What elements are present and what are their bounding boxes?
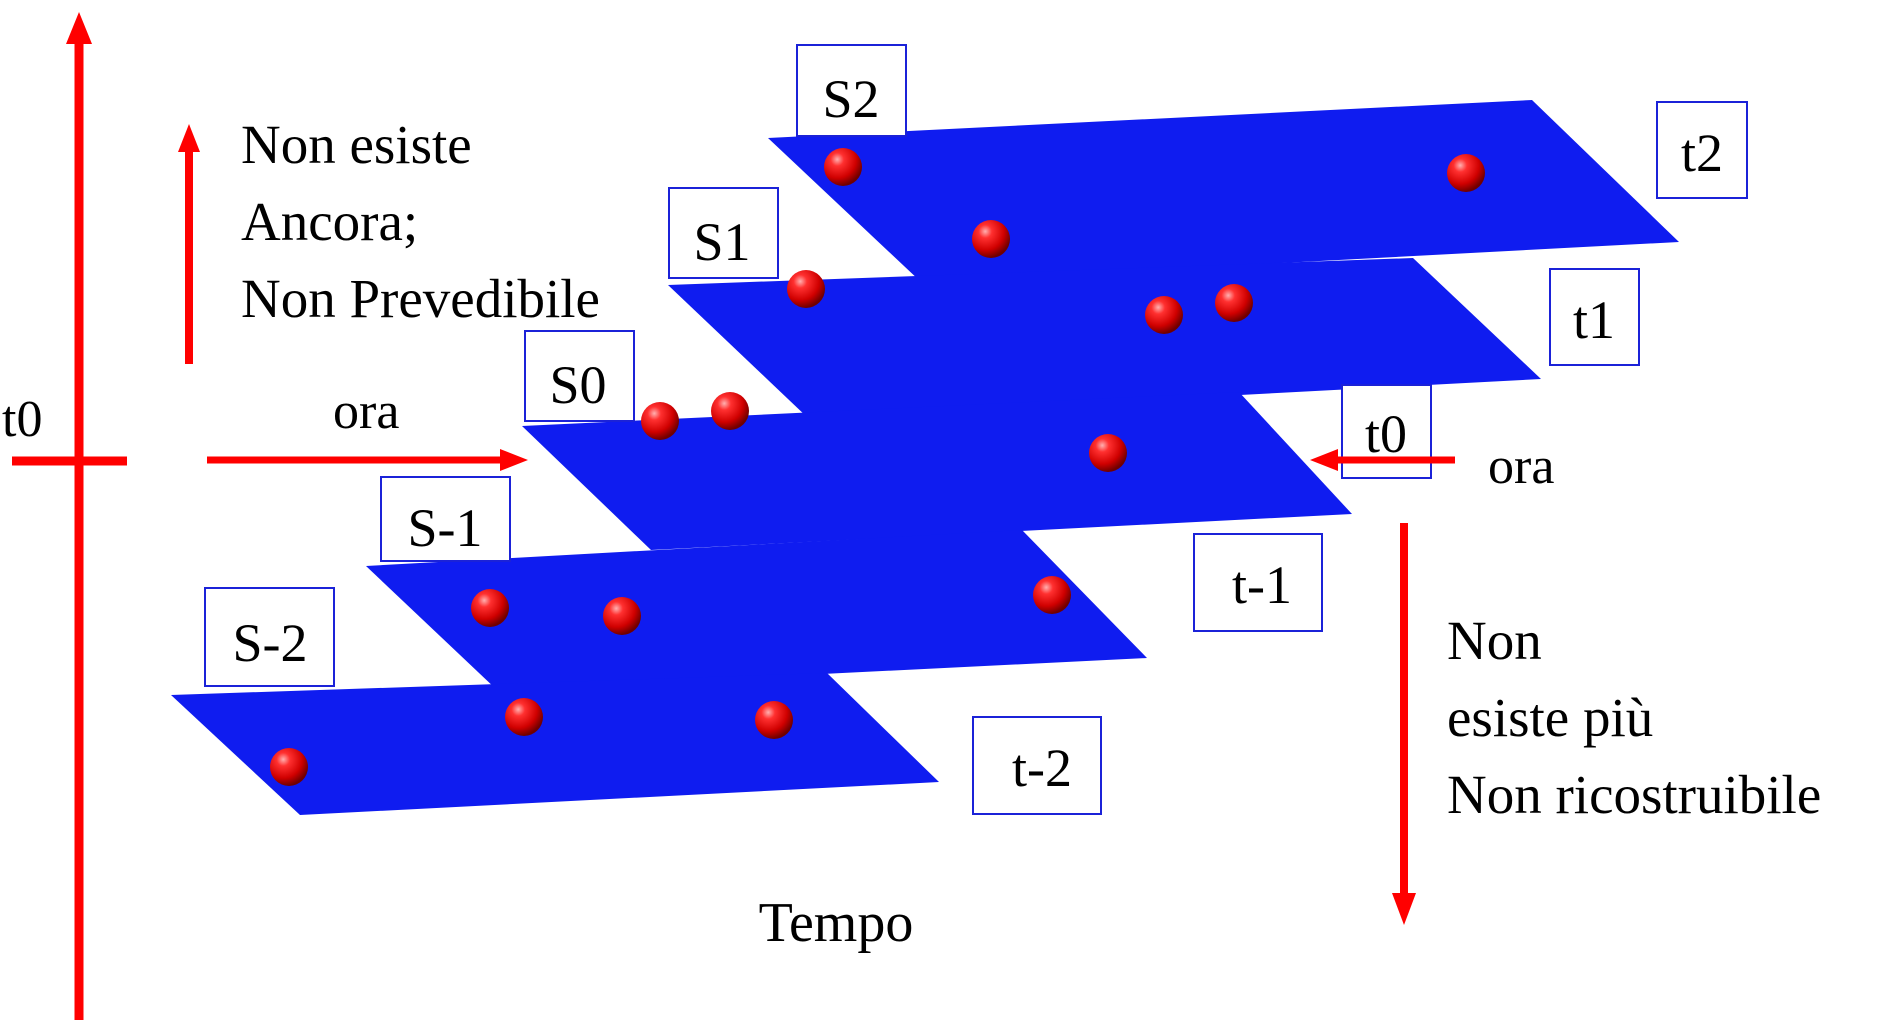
state-label-s0: S0	[524, 330, 635, 422]
state-label-s2: S2	[796, 44, 907, 137]
particle-sphere	[641, 402, 679, 440]
particle-sphere	[1447, 154, 1485, 192]
past-note-line-2: esiste più	[1447, 687, 1653, 748]
svg-text:S2: S2	[822, 69, 879, 129]
past-arrow	[1392, 523, 1416, 925]
now-right-label: ora	[1488, 438, 1554, 495]
particle-sphere	[1215, 284, 1253, 322]
svg-text:t2: t2	[1681, 123, 1723, 183]
plane-s-1	[366, 530, 1147, 690]
svg-text:S-1: S-1	[407, 498, 482, 558]
svg-text:S0: S0	[549, 355, 606, 415]
axis-arrowhead-up	[66, 12, 92, 44]
svg-text:t-1: t-1	[1232, 555, 1292, 615]
particle-sphere	[471, 589, 509, 627]
plane-s0	[522, 392, 1352, 550]
now-right-arrow	[1310, 449, 1455, 471]
future-note-line-1: Non esiste	[241, 114, 472, 175]
plane-s-2	[171, 673, 939, 815]
state-label-s-1: S-1	[380, 476, 511, 562]
time-caption: Tempo	[759, 892, 914, 954]
particle-sphere	[787, 270, 825, 308]
future-arrow	[178, 124, 200, 364]
particle-sphere	[603, 597, 641, 635]
particle-sphere	[1145, 296, 1183, 334]
state-label-s1: S1	[668, 187, 779, 279]
svg-text:S-2: S-2	[232, 613, 307, 673]
plane-s1	[668, 258, 1541, 418]
past-note: Non esiste più Non ricostruibile	[1447, 610, 1821, 825]
svg-text:t0: t0	[1365, 404, 1407, 464]
state-label-s-2: S-2	[204, 587, 335, 687]
particle-sphere	[270, 748, 308, 786]
time-label-t-1: t-1	[1193, 533, 1323, 632]
particle-sphere	[824, 148, 862, 186]
past-note-line-3: Non ricostruibile	[1447, 764, 1821, 825]
svg-text:t1: t1	[1573, 290, 1615, 350]
future-note-line-3: Non Prevedibile	[241, 268, 600, 329]
time-label-t0: t0	[1341, 384, 1432, 479]
particle-sphere	[711, 392, 749, 430]
particle-sphere	[505, 698, 543, 736]
particle-sphere	[1033, 576, 1071, 614]
future-note: Non esiste Ancora; Non Prevedibile	[241, 114, 600, 329]
now-left-label: ora	[333, 383, 399, 440]
time-axis	[12, 12, 127, 1020]
svg-text:S1: S1	[693, 212, 750, 272]
particles	[270, 148, 1485, 786]
future-note-line-2: Ancora;	[241, 191, 418, 252]
particle-sphere	[1089, 434, 1127, 472]
now-left-arrow	[207, 449, 528, 471]
t0-axis-label: t0	[2, 391, 42, 448]
time-label-t1: t1	[1549, 268, 1640, 366]
past-note-line-1: Non	[1447, 610, 1542, 671]
particle-sphere	[972, 220, 1010, 258]
time-label-t-2: t-2	[972, 716, 1102, 815]
svg-text:t-2: t-2	[1012, 738, 1072, 798]
time-label-t2: t2	[1656, 101, 1748, 199]
particle-sphere	[755, 701, 793, 739]
